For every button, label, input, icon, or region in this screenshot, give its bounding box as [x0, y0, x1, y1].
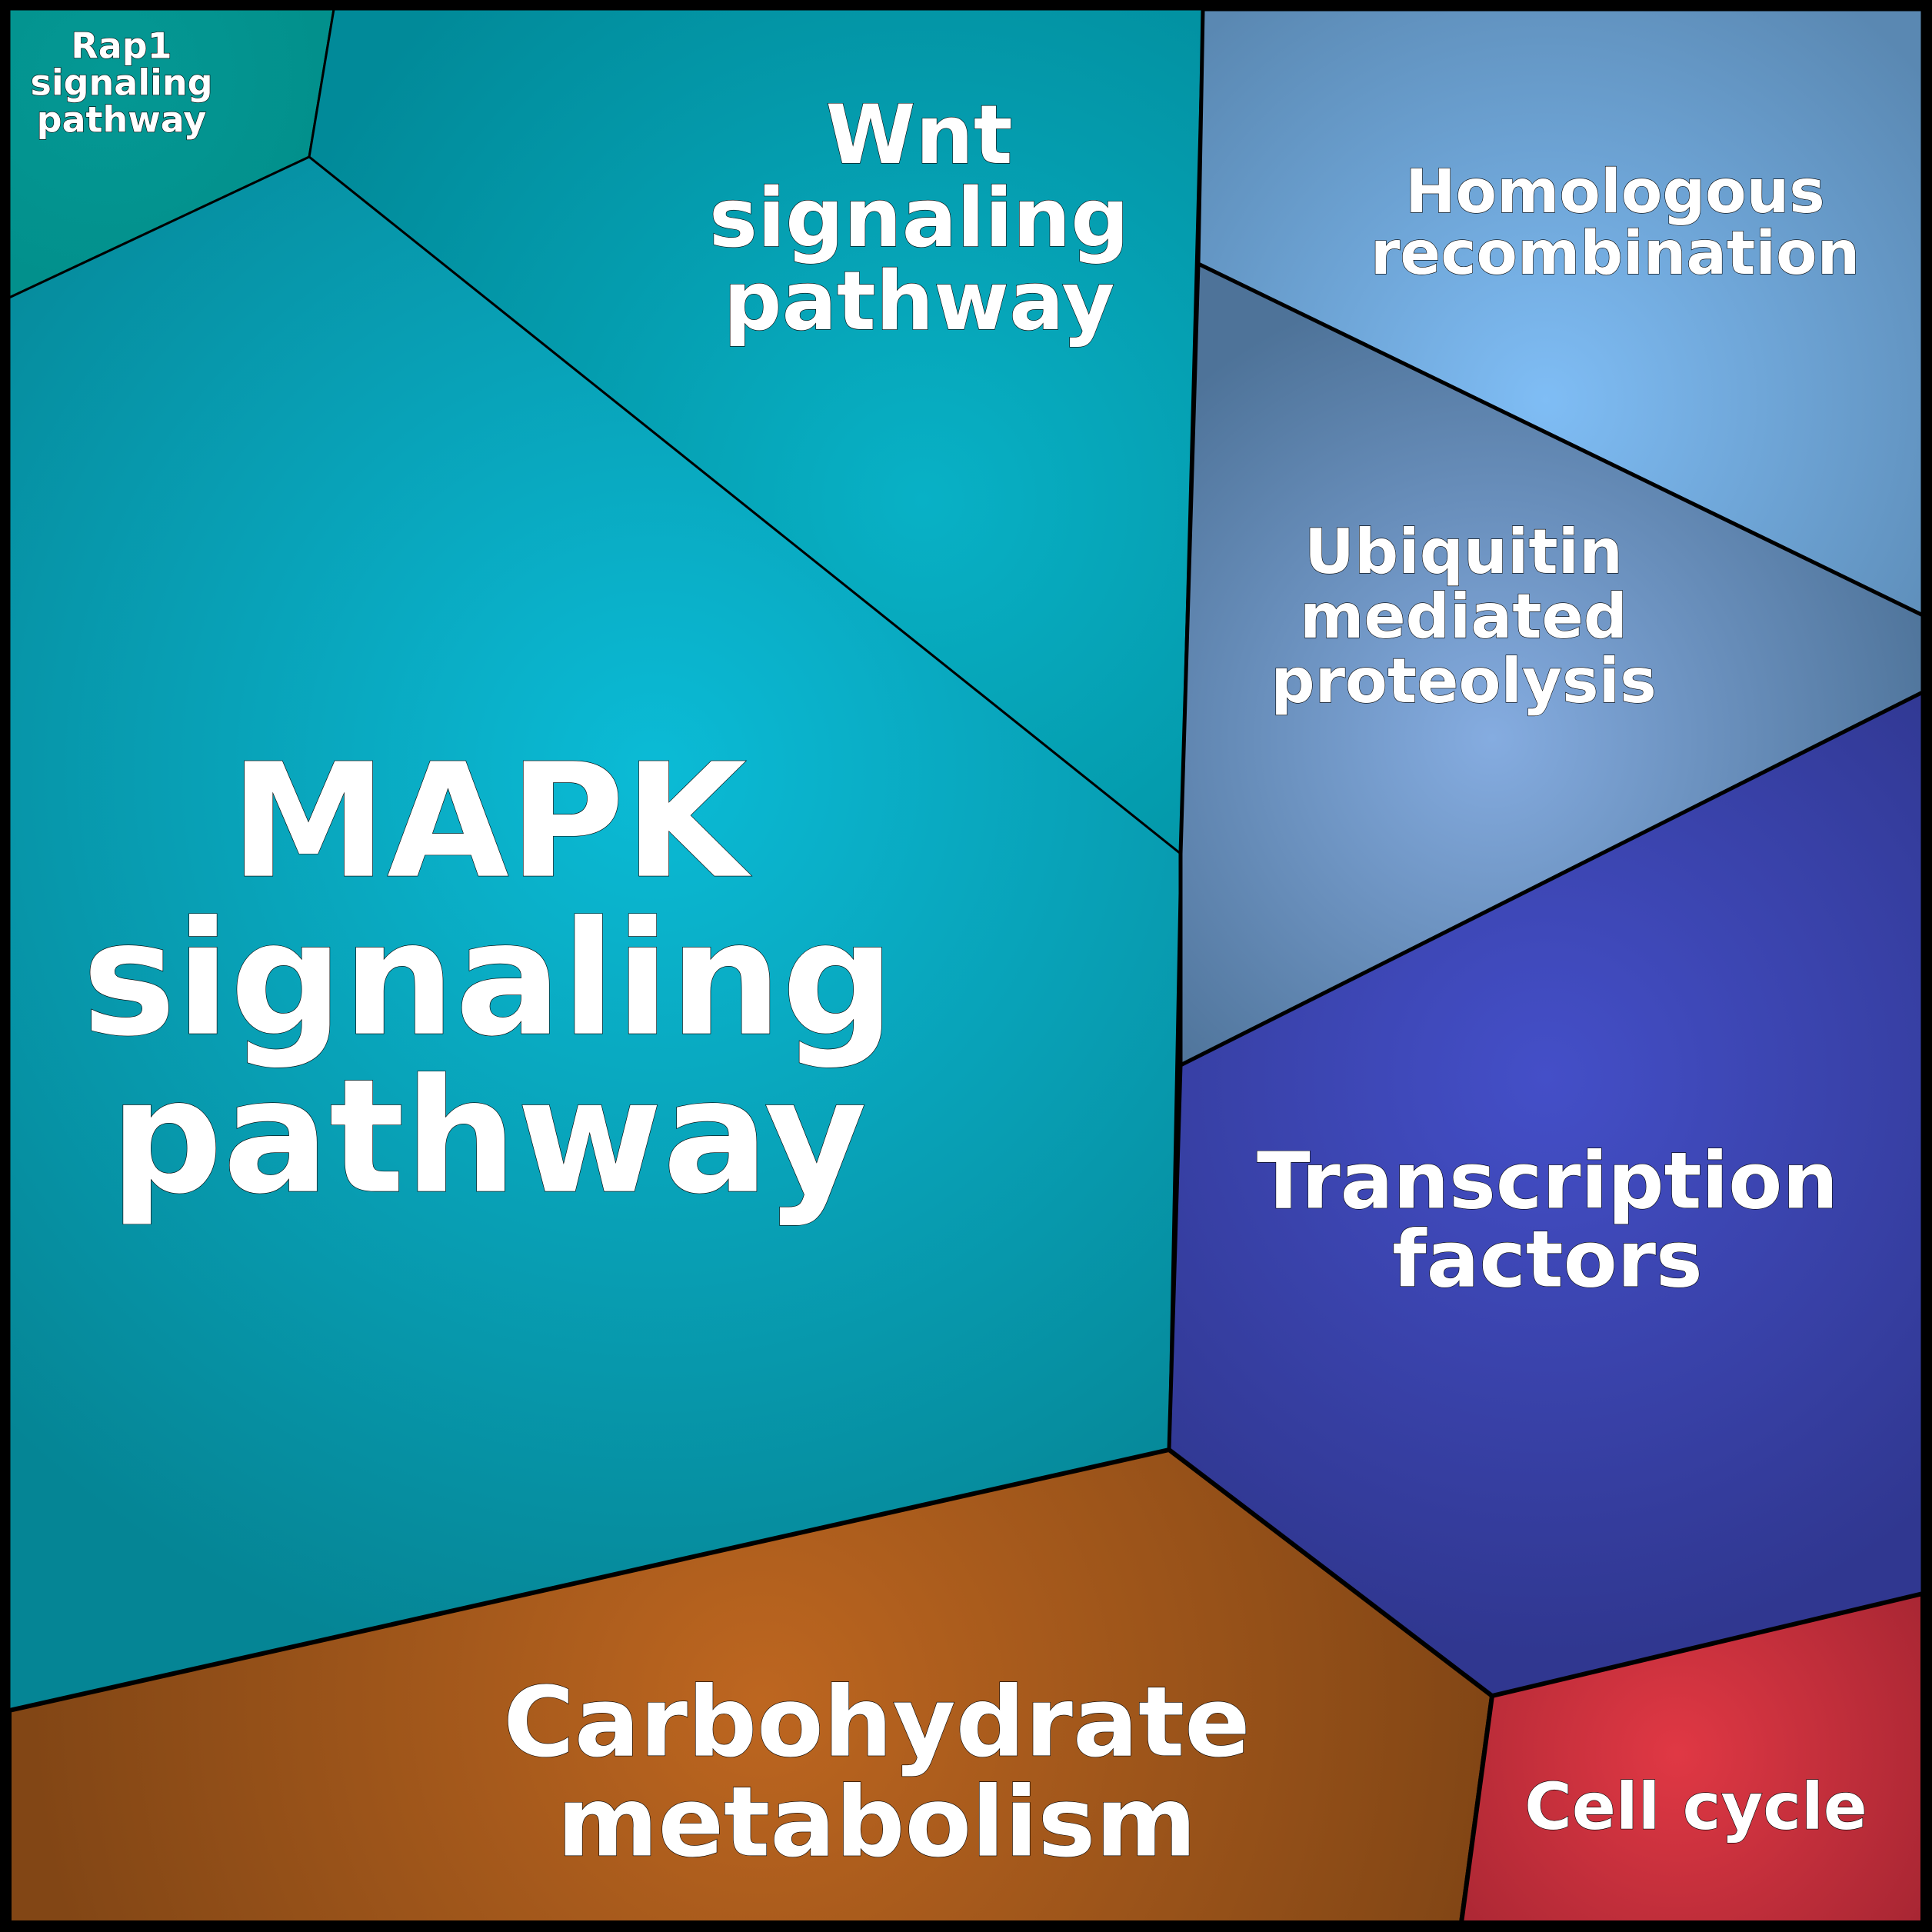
label-line: signaling	[82, 888, 895, 1071]
label-line: Homologous	[1405, 158, 1824, 227]
label-line: pathway	[37, 99, 207, 141]
label-line: Transcription	[1257, 1136, 1838, 1227]
label-line: signaling	[30, 62, 212, 104]
label-line: proteolysis	[1271, 645, 1656, 717]
label-line: Cell cycle	[1524, 1769, 1867, 1844]
label-line: recombination	[1371, 219, 1860, 288]
label-line: MAPK	[230, 731, 752, 914]
label-line: pathway	[110, 1046, 867, 1229]
label-line: metabolism	[557, 1765, 1196, 1878]
label-line: pathway	[724, 254, 1115, 348]
label-line: mediated	[1300, 581, 1627, 652]
label-line: signaling	[709, 171, 1129, 265]
label-cellcycle: Cell cycle	[1524, 1769, 1867, 1844]
label-line: Ubiquitin	[1304, 516, 1623, 588]
label-line: Carbohydrate	[503, 1665, 1250, 1778]
label-line: Wnt	[825, 88, 1012, 182]
label-line: factors	[1392, 1214, 1703, 1306]
label-line: Rap1	[71, 25, 172, 67]
